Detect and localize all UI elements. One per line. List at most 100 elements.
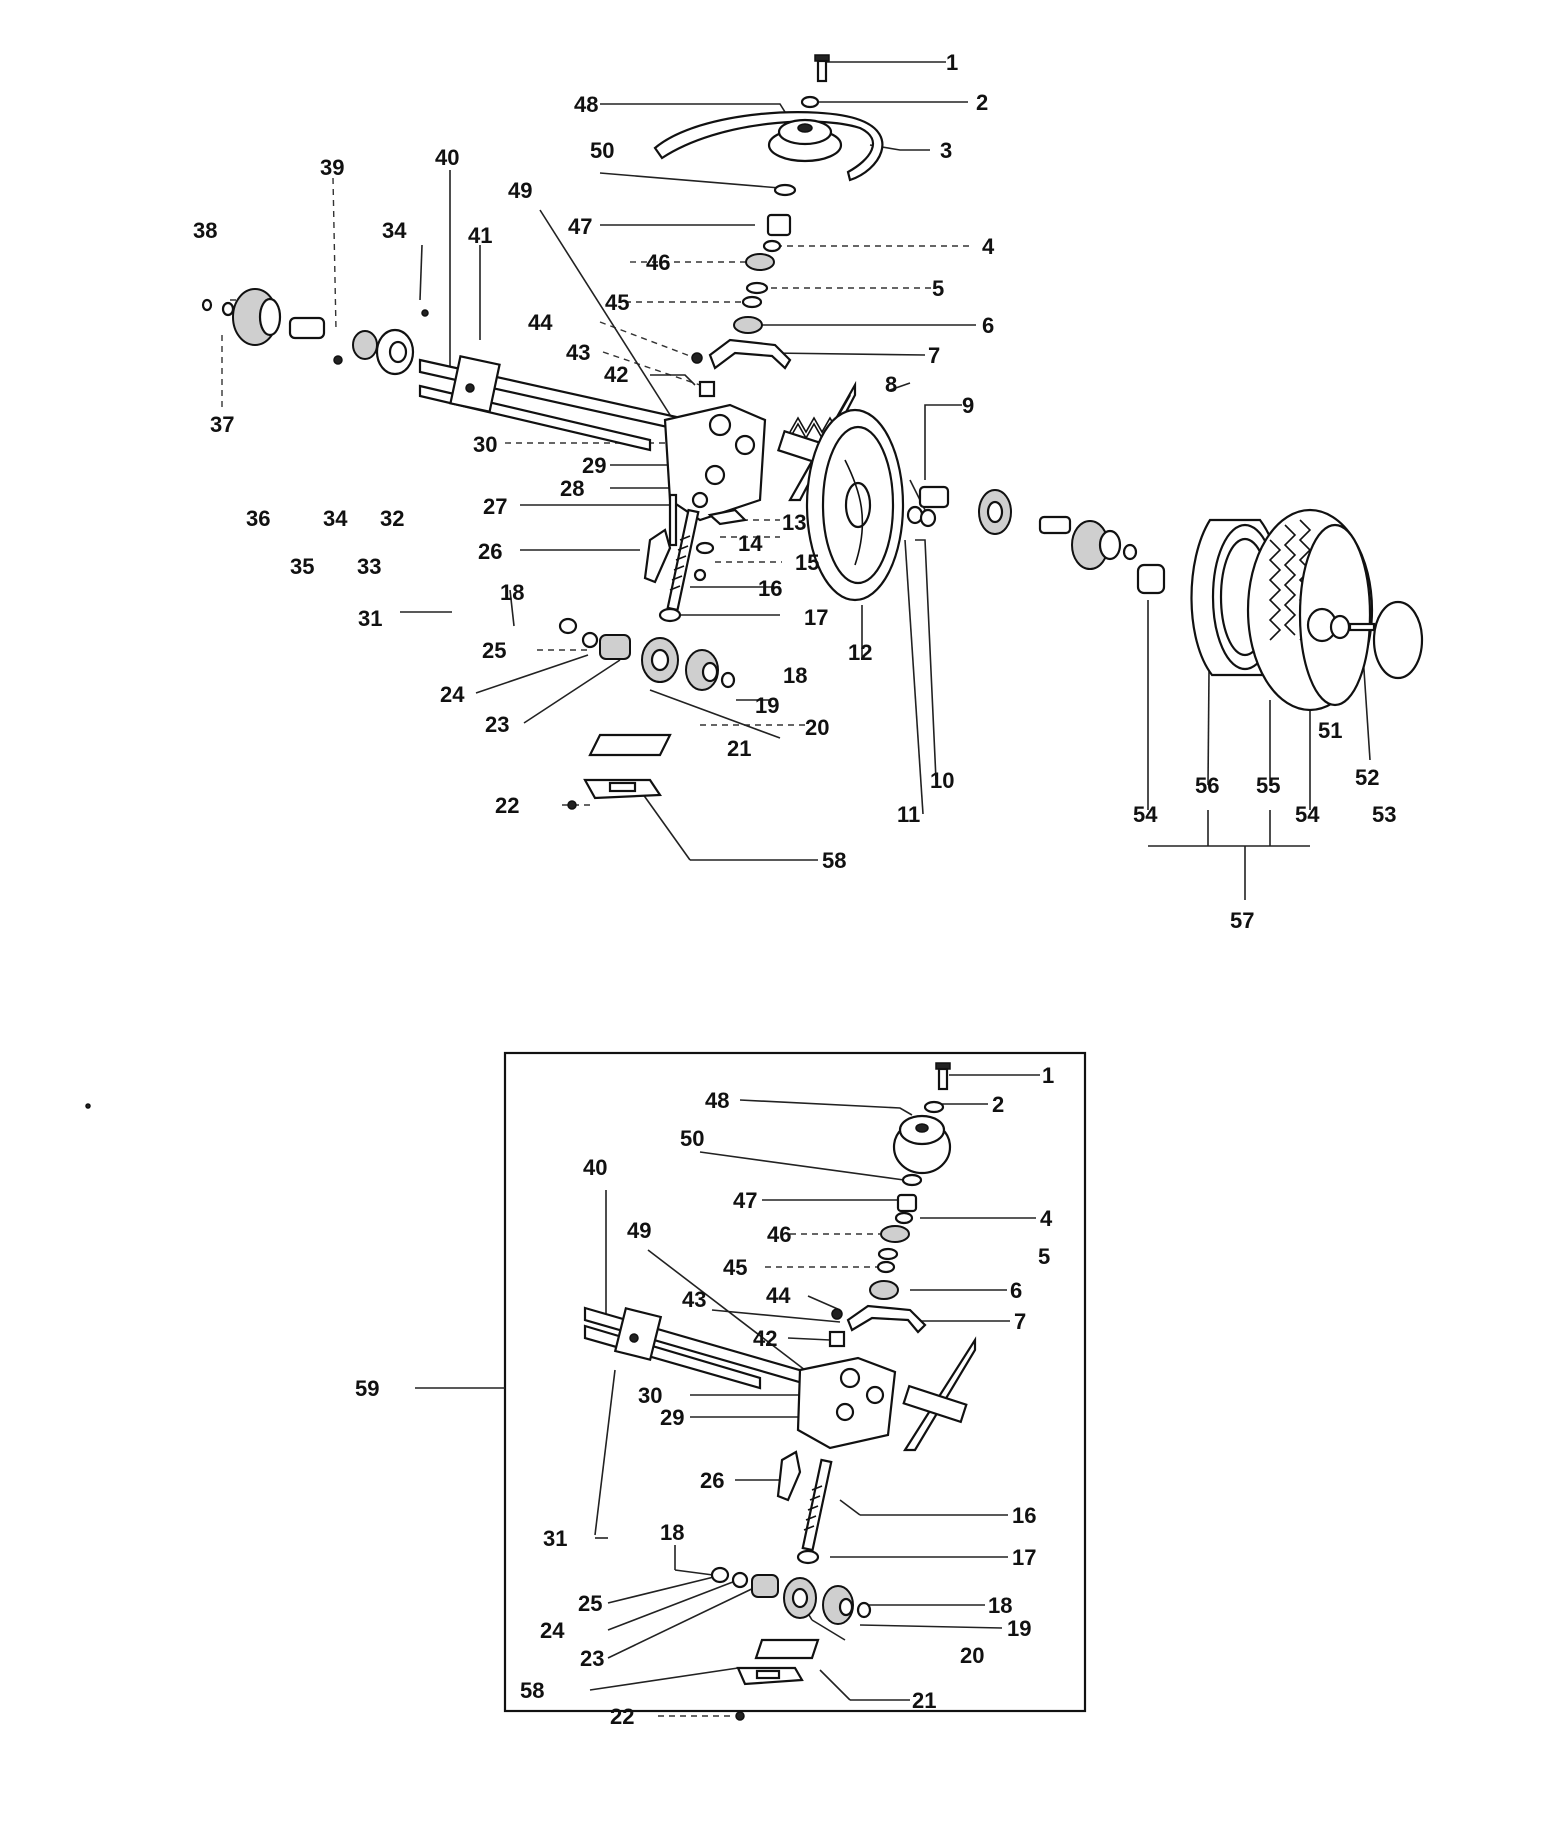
inset-label-46: 46 (767, 1222, 791, 1247)
label-10: 10 (930, 768, 954, 793)
inset-label-47: 47 (733, 1188, 757, 1213)
label-44: 44 (528, 310, 553, 335)
pin-shape (421, 309, 429, 317)
bearing-shape (869, 1280, 899, 1300)
gear-20-shape (641, 637, 679, 683)
inset-label-5: 5 (1038, 1244, 1050, 1269)
inset-part-shapes (583, 1062, 977, 1721)
bushing-shape (698, 380, 716, 398)
inset-label-19: 19 (1007, 1616, 1031, 1641)
lever-shape (846, 1304, 927, 1334)
washer-shape (800, 95, 820, 109)
bracket-tube-shape (902, 1384, 968, 1424)
label-29: 29 (582, 453, 606, 478)
screw-shape (693, 568, 707, 582)
label-32: 32 (380, 506, 404, 531)
washer-shape (695, 541, 715, 555)
label-43: 43 (566, 340, 590, 365)
inset-subassembly: 1 2 48 50 47 4 46 5 45 6 44 7 43 42 40 4… (85, 1051, 1087, 1729)
screw-shape (735, 1711, 745, 1721)
gearbox-housing-shape (796, 1356, 897, 1450)
label-39: 39 (320, 155, 344, 180)
gasket-shape (754, 1638, 820, 1660)
inset-label-40: 40 (583, 1155, 607, 1180)
inset-label-2: 2 (992, 1092, 1004, 1117)
washer-shape (923, 1100, 945, 1114)
inset-label-23: 23 (580, 1646, 604, 1671)
washer-shape (856, 1601, 872, 1619)
upper-labels: 1 2 48 3 50 47 4 46 5 45 6 44 7 43 42 49… (193, 50, 1396, 933)
label-55: 55 (1256, 773, 1280, 798)
washer-shape (906, 505, 924, 525)
washer-shape (558, 617, 578, 635)
inset-label-6: 6 (1010, 1278, 1022, 1303)
inset-label-50: 50 (680, 1126, 704, 1151)
label-52: 52 (1355, 765, 1379, 790)
inset-label-18a: 18 (660, 1520, 684, 1545)
bushing-shape (896, 1193, 918, 1213)
washer-shape (919, 508, 937, 528)
label-41: 41 (468, 223, 492, 248)
label-25: 25 (482, 638, 506, 663)
nut-shape (691, 352, 703, 364)
gearbox-housing-shape (663, 403, 767, 522)
pulley-shape (892, 1114, 952, 1175)
inset-leader-lines (415, 1074, 1040, 1717)
label-4: 4 (982, 234, 995, 259)
label-57: 57 (1230, 908, 1254, 933)
inset-label-48: 48 (705, 1088, 729, 1113)
bushing-shape (918, 485, 950, 509)
label-45: 45 (605, 290, 629, 315)
label-51: 51 (1318, 718, 1342, 743)
label-24: 24 (440, 682, 465, 707)
label-2: 2 (976, 90, 988, 115)
washer-shape (710, 1566, 730, 1584)
label-37: 37 (210, 412, 234, 437)
screw-shape (567, 800, 577, 810)
ring-shape (762, 239, 782, 253)
inset-label-45: 45 (723, 1255, 747, 1280)
label-34: 34 (382, 218, 407, 243)
worm-shaft-shape (801, 1458, 833, 1552)
label-6: 6 (982, 313, 994, 338)
label-31: 31 (358, 606, 382, 631)
inset-assembly-label-59: 59 (355, 1376, 379, 1401)
inset-label-30: 30 (638, 1383, 662, 1408)
upper-exploded-view: 1 2 48 3 50 47 4 46 5 45 6 44 7 43 42 49… (193, 50, 1424, 933)
gasket-21-shape (588, 733, 672, 757)
sleeve-35-shape (288, 316, 326, 340)
label-58: 58 (822, 848, 846, 873)
label-54a: 54 (1133, 802, 1158, 827)
label-26: 26 (478, 539, 502, 564)
inset-labels: 1 2 48 50 47 4 46 5 45 6 44 7 43 42 40 4… (355, 1063, 1054, 1729)
inset-label-22: 22 (610, 1704, 634, 1729)
washer-shape (221, 301, 235, 317)
stray-dot (85, 1103, 91, 1109)
belt-3-shape (653, 111, 884, 182)
inset-label-4: 4 (1040, 1206, 1053, 1231)
hubcap-53-shape (1372, 600, 1424, 680)
inset-label-58: 58 (520, 1678, 544, 1703)
label-27: 27 (483, 494, 507, 519)
gear-shape (783, 1577, 817, 1619)
label-36: 36 (246, 506, 270, 531)
ring-shape (876, 1260, 896, 1274)
washer-shape (581, 631, 599, 649)
inset-label-44: 44 (766, 1283, 791, 1308)
pulley-shape (767, 118, 843, 163)
label-19: 19 (755, 693, 779, 718)
inset-label-26: 26 (700, 1468, 724, 1493)
label-40: 40 (435, 145, 459, 170)
pin-27-shape (668, 493, 678, 547)
label-22: 22 (495, 793, 519, 818)
axle-shaft-shape (418, 355, 692, 452)
label-18a: 18 (500, 580, 524, 605)
label-9: 9 (962, 393, 974, 418)
label-33: 33 (357, 554, 381, 579)
bearing-shape (733, 316, 763, 334)
label-1: 1 (946, 50, 958, 75)
lever-26-shape (643, 528, 672, 584)
bearing-shape (880, 1225, 910, 1243)
label-34b: 34 (323, 506, 348, 531)
